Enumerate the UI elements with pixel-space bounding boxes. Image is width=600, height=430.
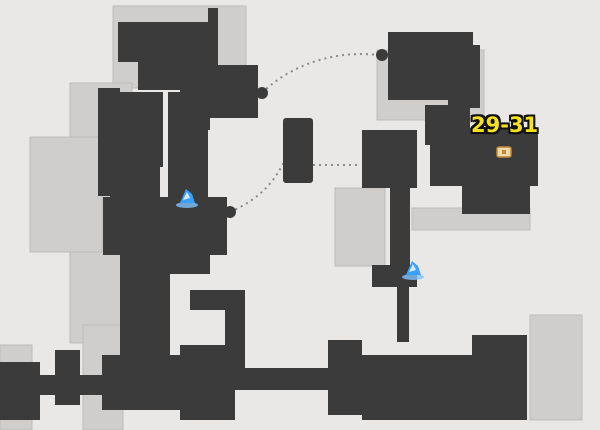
- chest-icon[interactable]: [496, 144, 512, 160]
- teleport-anchor-icon[interactable]: [176, 189, 198, 208]
- teleport-anchor-icon[interactable]: [402, 261, 424, 280]
- map-paths: [229, 53, 378, 213]
- map-doors: [224, 49, 388, 218]
- range-label: 29-31: [471, 113, 539, 137]
- map-floors: [0, 8, 538, 420]
